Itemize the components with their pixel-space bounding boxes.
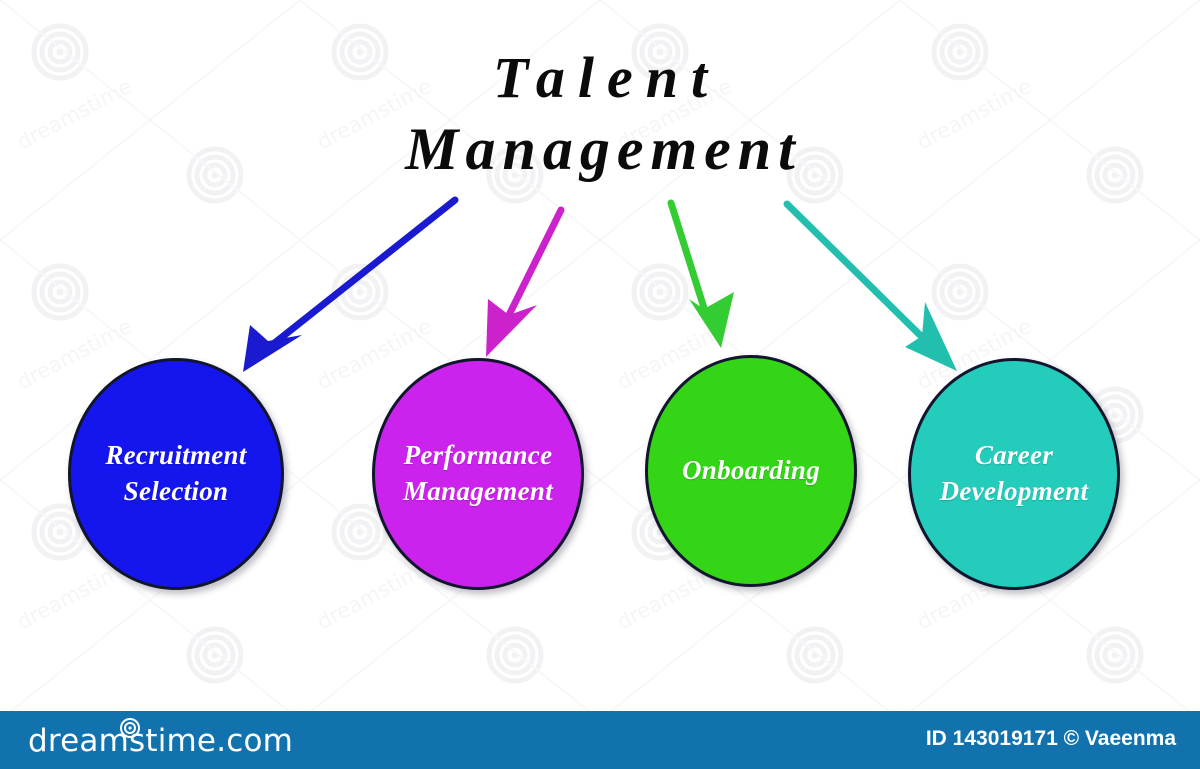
image-id-credit: ID 143019171 © Vaeenma <box>925 727 1176 750</box>
title-line-1: Talent <box>492 45 721 110</box>
diagram-title: Talent Management <box>0 48 1200 180</box>
arrow-to-onboarding <box>667 199 734 348</box>
dreamstime-brand-text: dreamstime.com <box>28 723 294 759</box>
arrow-to-performance-management <box>486 206 565 357</box>
title-line-2: Management <box>405 116 802 183</box>
dreamstime-spiral-icon <box>120 718 140 738</box>
arrow-to-career-development <box>783 200 957 371</box>
footer-watermark-bar: dreamstime.com ID 143019171 © Vaeenma <box>0 711 1200 769</box>
arrow-to-recruitment-selection <box>243 196 459 372</box>
